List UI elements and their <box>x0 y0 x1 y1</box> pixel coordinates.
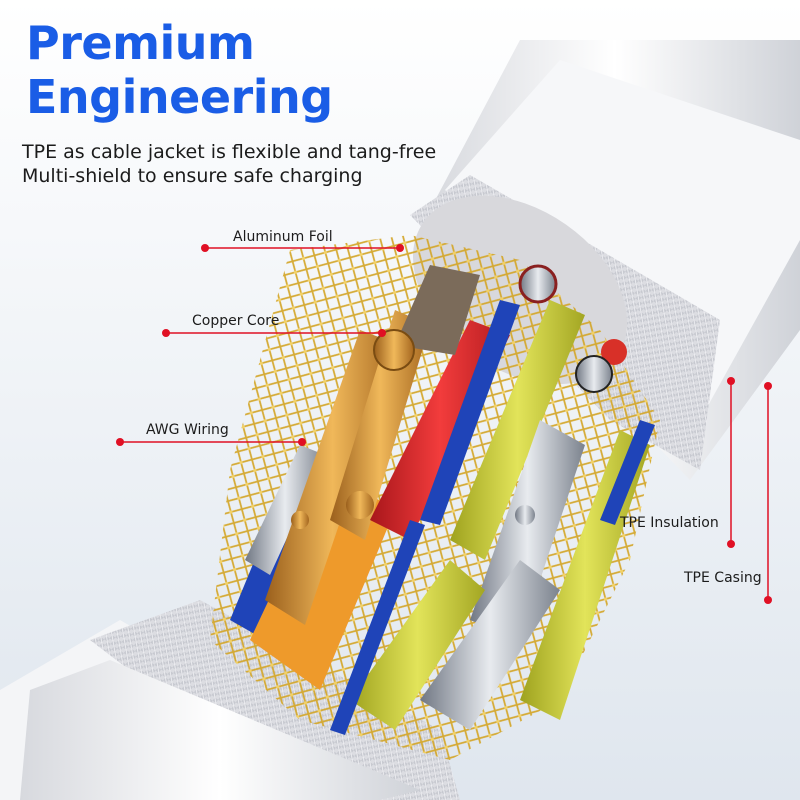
callout-dot <box>116 438 124 446</box>
wire-bundle <box>230 264 655 735</box>
callout-dot <box>727 377 735 385</box>
callout-label-copper-core: Copper Core <box>192 313 280 329</box>
callout-tpe-insulation-leader <box>727 377 735 548</box>
callout-label-tpe-casing: TPE Casing <box>684 570 762 586</box>
subtitle-line-1: TPE as cable jacket is flexible and tang… <box>22 141 437 163</box>
headline-line-1: Premium <box>26 16 255 70</box>
headline: Premium Engineering <box>26 16 333 124</box>
callout-aluminum-foil-leader <box>201 244 404 252</box>
callout-dot <box>162 329 170 337</box>
lower-plug-housing <box>0 600 460 800</box>
callout-awg-wiring-leader <box>116 438 306 446</box>
headline-line-2: Engineering <box>26 70 333 124</box>
callout-copper-core-leader <box>162 329 386 337</box>
callout-tpe-casing-leader <box>764 382 772 604</box>
callout-dot <box>201 244 209 252</box>
callout-label-tpe-insulation: TPE Insulation <box>620 515 719 531</box>
callout-label-aluminum-foil: Aluminum Foil <box>233 229 333 245</box>
callout-dot <box>764 382 772 390</box>
callout-label-awg-wiring: AWG Wiring <box>146 422 229 438</box>
subtitle-line-2: Multi-shield to ensure safe charging <box>22 165 363 187</box>
